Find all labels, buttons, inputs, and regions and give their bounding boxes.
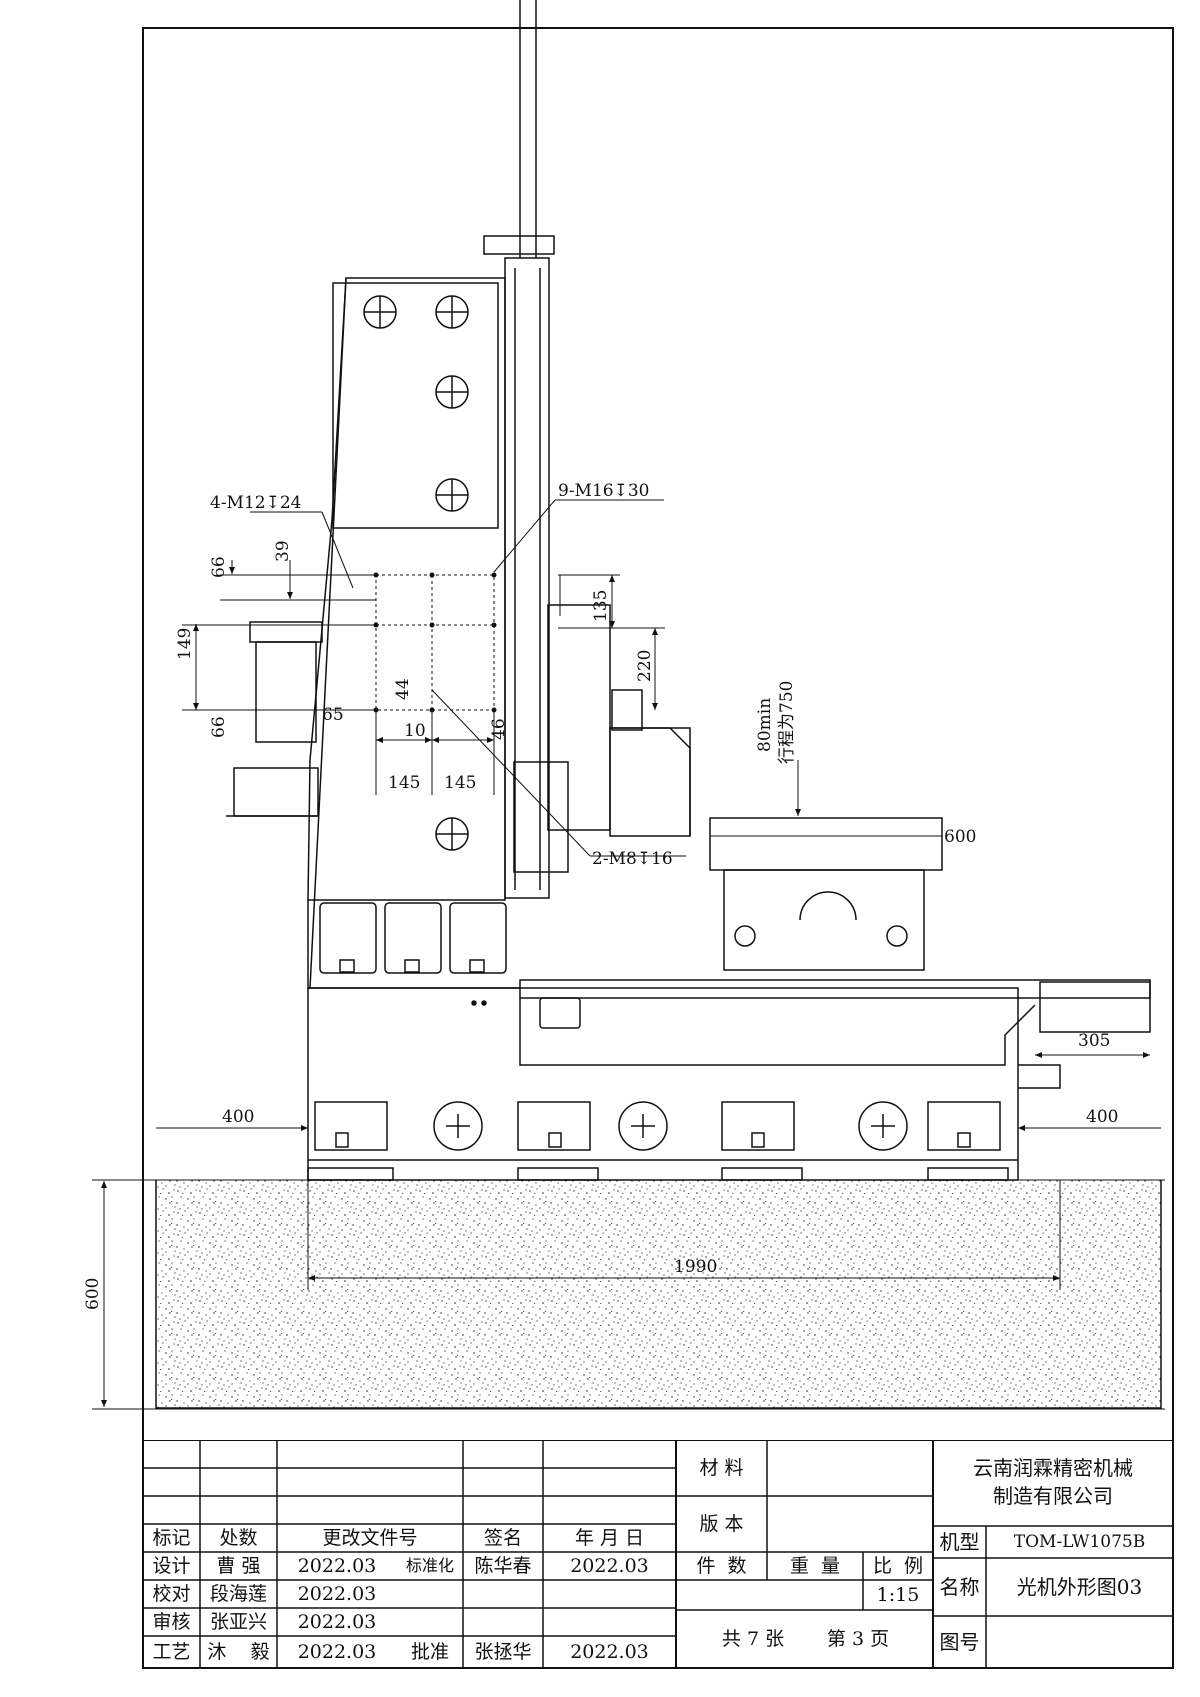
dim-305: 305 — [1078, 1031, 1110, 1051]
dim-1990: 1990 — [674, 1257, 717, 1277]
header-sign: 签名 — [483, 1526, 522, 1549]
dim-66-bottom: 66 — [209, 716, 229, 738]
design-date: 2022.03 — [297, 1554, 377, 1577]
version-label: 版 本 — [699, 1512, 744, 1535]
review-name: 张亚兴 — [209, 1610, 267, 1633]
title-block: 标记 处数 更改文件号 签名 年 月 日 设计 曹 强 2022.03 标准化 … — [143, 1440, 1173, 1668]
spindle-head — [547, 604, 691, 837]
x-axis-bed — [519, 979, 1151, 1066]
std-label: 标准化 — [405, 1556, 454, 1575]
foundation-pit — [92, 1179, 1165, 1410]
dim-600-table: 600 — [944, 827, 976, 847]
dim-149: 149 — [175, 628, 195, 660]
dim-145-left: 145 — [388, 773, 420, 793]
name-label: 名称 — [939, 1575, 980, 1599]
header-count: 处数 — [219, 1526, 258, 1549]
process-date: 2022.03 — [297, 1640, 377, 1663]
header-doc: 更改文件号 — [322, 1526, 418, 1549]
travel-stroke-label: 行程为750 — [777, 681, 797, 764]
dim-39: 39 — [273, 540, 293, 562]
company-name-line1: 云南润霖精密机械 — [973, 1456, 1133, 1480]
check-date: 2022.03 — [297, 1582, 377, 1605]
dim-44: 44 — [393, 678, 413, 700]
dim-400-right: 400 — [1086, 1107, 1118, 1127]
process-name: 沐 毅 — [207, 1640, 270, 1663]
dim-400-left: 400 — [222, 1107, 254, 1127]
check-label: 校对 — [152, 1582, 191, 1605]
approve-label: 批准 — [410, 1640, 449, 1663]
material-label: 材 料 — [699, 1456, 744, 1479]
base-holes — [433, 1101, 908, 1151]
drawing-number-label: 图号 — [939, 1630, 980, 1654]
header-mark: 标记 — [152, 1526, 191, 1549]
weight-label: 重 量 — [789, 1554, 841, 1577]
annotations: 4-M12↧24 9-M16↧30 2-M8↧16 80min 行程为750 — [210, 481, 797, 869]
process-label: 工艺 — [152, 1640, 191, 1663]
name-value: 光机外形图03 — [1016, 1575, 1143, 1599]
model-label: 机型 — [939, 1530, 980, 1554]
scale-label: 比 例 — [872, 1554, 924, 1577]
dim-65: 65 — [322, 705, 344, 725]
side-accessories — [226, 621, 323, 817]
design-name: 曹 强 — [216, 1554, 261, 1577]
z-axis-guide — [483, 0, 569, 899]
dim-600-pit: 600 — [83, 1278, 103, 1310]
dim-46: 46 — [489, 718, 509, 740]
column — [307, 277, 520, 1006]
hole-callout-m12: 4-M12↧24 — [210, 493, 301, 513]
check-name: 段海莲 — [209, 1582, 267, 1605]
hole-pattern — [375, 574, 495, 711]
company-name-line2: 制造有限公司 — [993, 1484, 1113, 1508]
model-value: TOM-LW1075B — [1013, 1531, 1146, 1552]
pieces-label: 件 数 — [696, 1554, 747, 1577]
leveling-pads — [307, 1101, 1009, 1181]
dim-66-top: 66 — [209, 556, 229, 578]
page-number: 第 3 页 — [826, 1627, 890, 1650]
scale-value: 1:15 — [876, 1583, 920, 1606]
sheet-count: 共 7 张 — [721, 1627, 785, 1650]
hole-callout-m16: 9-M16↧30 — [558, 481, 649, 501]
review-label: 审核 — [152, 1610, 191, 1633]
approve-name: 张拯华 — [474, 1640, 532, 1663]
approve-date: 2022.03 — [570, 1640, 649, 1663]
std-date: 2022.03 — [570, 1554, 649, 1577]
std-name: 陈华春 — [474, 1554, 532, 1577]
title-block-grid — [143, 1440, 1173, 1668]
travel-min-label: 80min — [755, 698, 775, 752]
dim-220: 220 — [635, 650, 655, 682]
header-date: 年 月 日 — [574, 1526, 645, 1549]
review-date: 2022.03 — [297, 1610, 377, 1633]
hole-dots — [373, 572, 497, 713]
design-label: 设计 — [152, 1554, 191, 1577]
dim-10: 10 — [404, 721, 426, 741]
dim-145-right: 145 — [444, 773, 476, 793]
drawing-frame — [142, 27, 1174, 1669]
machine-base — [307, 987, 1061, 1181]
dimension-lines — [101, 560, 1161, 1407]
work-table — [709, 817, 943, 971]
hole-callout-m8: 2-M8↧16 — [592, 849, 673, 869]
dimension-labels: 66 39 149 66 65 44 10 46 145 145 135 220… — [83, 540, 1118, 1310]
dim-135: 135 — [591, 590, 611, 622]
